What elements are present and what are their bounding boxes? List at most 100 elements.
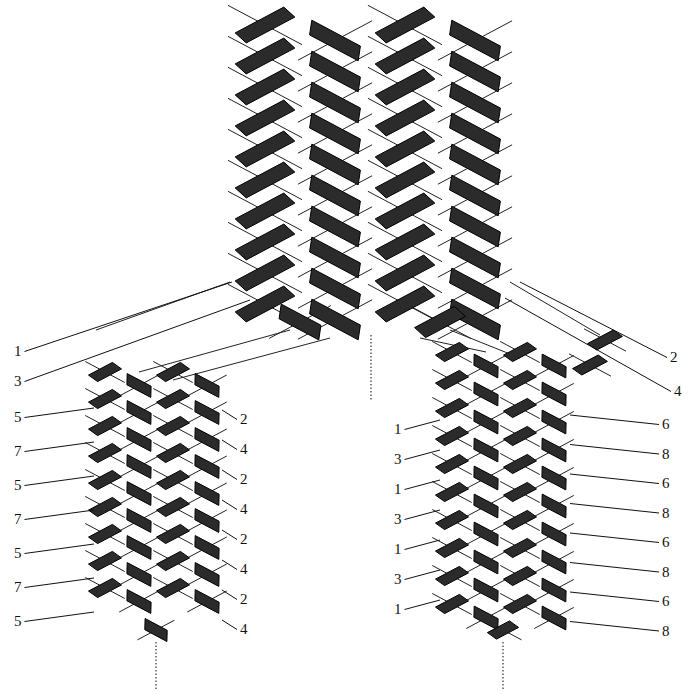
thread-line bbox=[500, 481, 540, 502]
float-shape bbox=[157, 497, 190, 516]
thread-line bbox=[500, 593, 540, 614]
thread-line bbox=[228, 191, 302, 230]
callout-number: 3 bbox=[394, 452, 402, 467]
leader-line bbox=[25, 476, 95, 486]
float-shape bbox=[504, 398, 537, 417]
leader-line bbox=[25, 510, 95, 520]
callout-number: 1 bbox=[394, 602, 402, 617]
float-shape bbox=[436, 370, 469, 389]
leader-line bbox=[25, 612, 95, 622]
float-shape bbox=[542, 550, 566, 574]
leader-line bbox=[570, 445, 659, 455]
float-shape bbox=[474, 466, 498, 490]
leader-line bbox=[405, 480, 441, 490]
float-shape bbox=[504, 538, 537, 557]
float-shape bbox=[542, 578, 566, 602]
float-shape bbox=[157, 362, 190, 381]
float-shape bbox=[436, 482, 469, 501]
thread-line bbox=[432, 481, 472, 502]
callout-number: 8 bbox=[662, 447, 670, 462]
thread-line bbox=[438, 176, 512, 215]
callout-number: 4 bbox=[240, 442, 248, 457]
thread-line bbox=[432, 369, 472, 390]
float-shape bbox=[436, 398, 469, 417]
float-shape bbox=[157, 416, 190, 435]
callout-number: 4 bbox=[674, 384, 682, 399]
float-shape bbox=[504, 510, 537, 529]
float-shape bbox=[279, 304, 321, 340]
float-shape bbox=[195, 455, 219, 479]
float-shape bbox=[542, 466, 566, 490]
thread-line bbox=[438, 238, 512, 277]
float-shape bbox=[504, 566, 537, 585]
callout-number: 3 bbox=[394, 512, 402, 527]
callout-number: 1 bbox=[394, 422, 402, 437]
thread-line bbox=[298, 21, 372, 60]
float-shape bbox=[89, 362, 122, 381]
thread-line bbox=[85, 496, 125, 517]
thread-line bbox=[298, 52, 372, 91]
leader-line bbox=[222, 530, 237, 540]
leader-line bbox=[570, 504, 659, 514]
leaders bbox=[25, 282, 672, 631]
callout-number: 1 bbox=[14, 344, 22, 359]
float-shape bbox=[474, 354, 498, 378]
thread-line bbox=[298, 176, 372, 215]
float-shape bbox=[89, 497, 122, 516]
float-shape bbox=[504, 482, 537, 501]
float-shape bbox=[504, 342, 537, 361]
leader-line bbox=[405, 450, 441, 460]
float-shape bbox=[436, 454, 469, 473]
float-shape bbox=[542, 606, 566, 630]
float-shape bbox=[195, 509, 219, 533]
float-shape bbox=[474, 606, 498, 630]
float-shape bbox=[127, 401, 151, 425]
thread-line bbox=[153, 388, 193, 409]
float-shape bbox=[474, 550, 498, 574]
thread-line bbox=[228, 36, 302, 75]
float-shape bbox=[195, 482, 219, 506]
leader-line bbox=[570, 563, 659, 573]
float-shape bbox=[235, 38, 295, 74]
thread-line bbox=[153, 523, 193, 544]
thread-line bbox=[584, 329, 626, 351]
thread-line bbox=[228, 67, 302, 106]
float-shape bbox=[436, 510, 469, 529]
float-shape bbox=[157, 524, 190, 543]
thread-line bbox=[153, 577, 193, 598]
float-shape bbox=[474, 410, 498, 434]
thread-line bbox=[153, 469, 193, 490]
thread-line bbox=[153, 496, 193, 517]
leader-line bbox=[25, 442, 95, 452]
float-shape bbox=[195, 563, 219, 587]
thread-line bbox=[432, 593, 472, 614]
thread-line bbox=[368, 160, 442, 199]
float-shape bbox=[89, 416, 122, 435]
centre-line bbox=[155, 642, 156, 690]
thread-line bbox=[368, 67, 442, 106]
float-shape bbox=[235, 162, 295, 198]
leader-line bbox=[222, 500, 237, 510]
thread-line bbox=[368, 5, 442, 44]
leader-line bbox=[505, 298, 671, 392]
strand-line bbox=[139, 330, 290, 372]
callout-number: 6 bbox=[662, 594, 670, 609]
thread-line bbox=[153, 550, 193, 571]
float-shape bbox=[504, 594, 537, 613]
float-shape bbox=[89, 578, 122, 597]
callout-number: 2 bbox=[670, 350, 678, 365]
float-shape bbox=[542, 494, 566, 518]
floats bbox=[89, 7, 623, 641]
float-shape bbox=[375, 69, 435, 105]
float-shape bbox=[375, 162, 435, 198]
float-shape bbox=[195, 590, 219, 614]
callout-number: 5 bbox=[14, 410, 22, 425]
thread-line bbox=[298, 145, 372, 184]
leader-line bbox=[25, 408, 95, 418]
thread-line bbox=[432, 509, 472, 530]
leader-line bbox=[25, 544, 95, 554]
thread-line bbox=[368, 98, 442, 137]
leader-line bbox=[222, 620, 237, 630]
